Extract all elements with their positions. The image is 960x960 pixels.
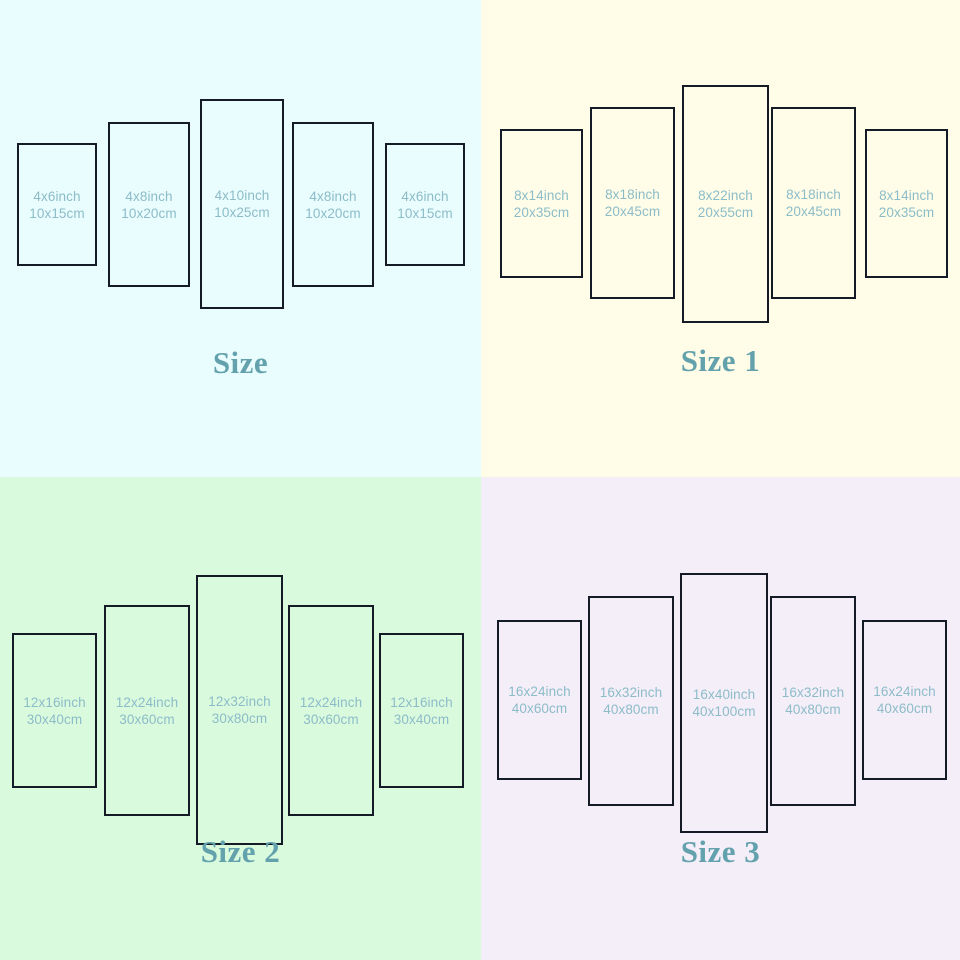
panel-size-inch: 4x6inch (401, 188, 449, 204)
quadrant-title: Size (212, 345, 269, 380)
panel-size-inch: 4x8inch (125, 188, 173, 204)
panel-size-inch: 8x18inch (605, 187, 660, 202)
panel-size-cm: 20x55cm (697, 205, 754, 220)
panel-size-cm: 30x40cm (393, 711, 450, 727)
panel-size-inch: 12x24inch (115, 694, 179, 710)
canvas-panel[interactable]: 16x24inch 40x60cm (862, 620, 947, 780)
canvas-panel[interactable]: 16x32inch 40x80cm (770, 596, 856, 806)
panel-size-inch: 16x24inch (873, 684, 936, 699)
quadrant-title: Size 2 (200, 834, 281, 869)
panel-size-cm: 40x60cm (876, 701, 933, 716)
panel-group-size-3: 16x24inch 40x60cm 16x32inch 40x80cm 16x40inc… (481, 477, 960, 960)
panel-size-cm: 30x60cm (303, 711, 359, 727)
panel-size-inch: 4x6inch (33, 188, 81, 204)
panel-size-inch: 8x14inch (514, 187, 569, 203)
panel-size-inch: 12x24inch (299, 694, 363, 710)
panel-size-cm: 10x15cm (29, 205, 85, 221)
panel-size-inch: 12x16inch (390, 694, 453, 710)
panel-size-cm: 30x40cm (26, 711, 83, 727)
panel-size-inch: 16x32inch (781, 685, 845, 700)
panel-size-inch: 16x32inch (599, 685, 663, 700)
panel-size-cm: 30x60cm (119, 711, 175, 727)
panel-size-cm: 30x80cm (211, 711, 268, 726)
canvas-panel[interactable]: 4x10inch 10x25cm (200, 99, 284, 309)
quadrant-size-3: 16x24inch 40x60cm 16x32inch 40x80cm 16x40inc… (481, 477, 960, 960)
panel-size-inch: 8x18inch (786, 187, 841, 202)
panel-size-inch: 12x16inch (23, 694, 86, 710)
panel-size-cm: 40x80cm (603, 702, 659, 717)
panel-size-inch: 4x10inch (214, 188, 270, 203)
panel-size-inch: 16x24inch (508, 684, 571, 699)
quadrant-title: Size 1 (680, 343, 761, 378)
quadrant-title: Size 3 (680, 834, 761, 869)
panel-size-cm: 20x45cm (604, 204, 661, 219)
panel-size-inch: 4x8inch (309, 188, 357, 204)
panel-size-cm: 10x20cm (121, 205, 177, 221)
canvas-panel[interactable]: 16x32inch 40x80cm (588, 596, 674, 806)
panel-size-cm: 40x80cm (785, 702, 841, 717)
panel-size-cm: 40x60cm (511, 701, 568, 716)
panel-size-cm: 40x100cm (692, 704, 756, 719)
panel-size-inch: 8x14inch (879, 187, 934, 203)
panel-size-cm: 10x15cm (397, 205, 453, 221)
canvas-panel[interactable]: 8x22inch 20x55cm (682, 85, 769, 323)
panel-size-inch: 16x40inch (692, 687, 756, 702)
canvas-panel[interactable]: 16x24inch 40x60cm (497, 620, 582, 780)
panel-size-cm: 20x35cm (513, 204, 570, 220)
panel-size-cm: 10x20cm (305, 205, 361, 221)
canvas-panel[interactable]: 12x32inch 30x80cm (196, 575, 283, 845)
panel-size-cm: 10x25cm (214, 205, 270, 220)
panel-size-inch: 8x22inch (698, 188, 753, 203)
panel-size-cm: 20x45cm (785, 204, 842, 219)
canvas-panel[interactable]: 8x18inch 20x45cm (590, 107, 675, 299)
canvas-panel[interactable]: 16x40inch 40x100cm (680, 573, 768, 833)
panel-size-inch: 12x32inch (208, 694, 271, 709)
panel-size-cm: 20x35cm (878, 204, 935, 220)
canvas-panel[interactable]: 8x18inch 20x45cm (771, 107, 856, 299)
